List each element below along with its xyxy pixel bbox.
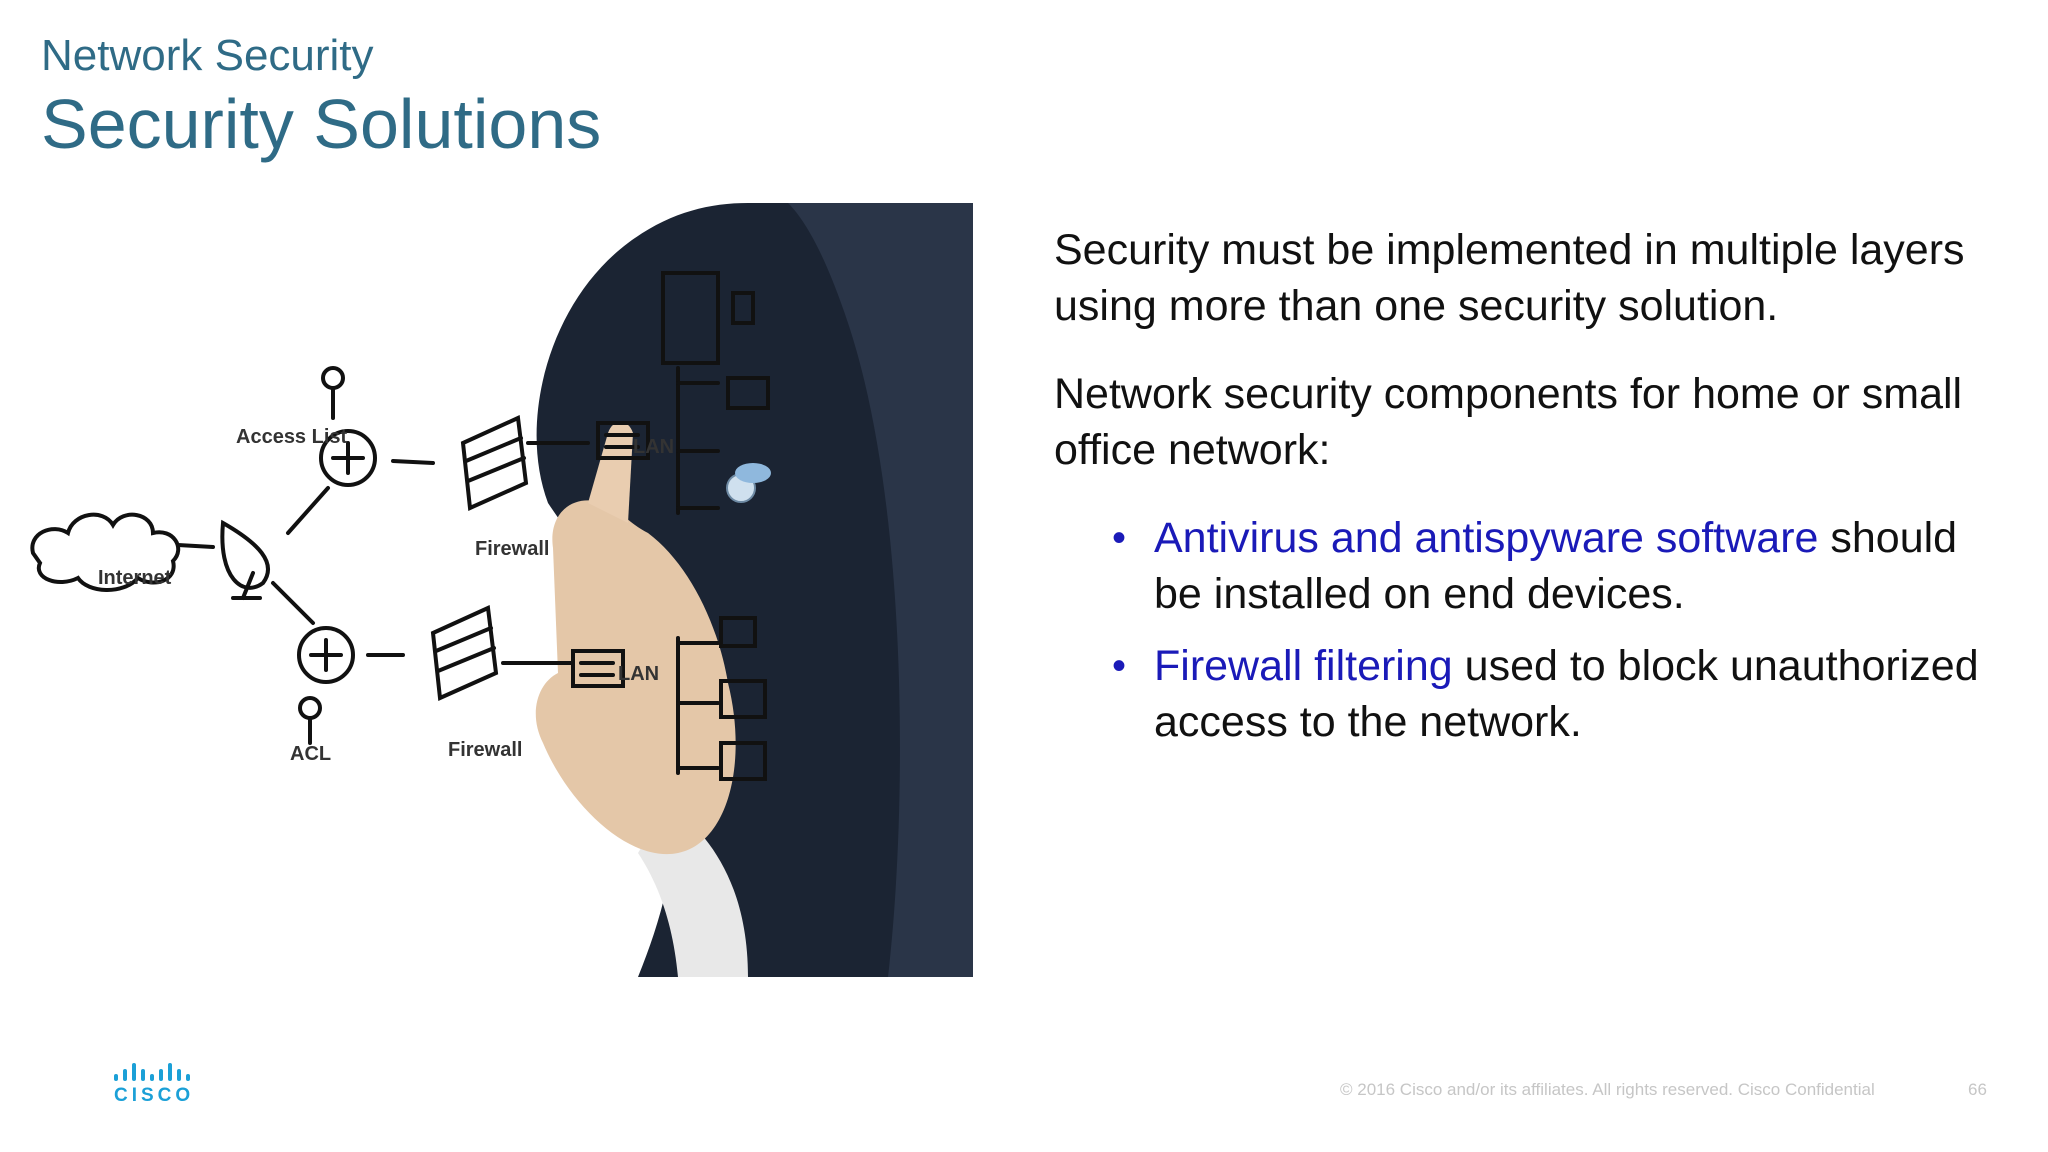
label-access-list: Access List xyxy=(236,426,348,448)
label-firewall-top: Firewall xyxy=(475,538,549,560)
internet-cloud xyxy=(30,512,181,592)
bullet-item-firewall: • Firewall filtering used to block unaut… xyxy=(1112,638,2014,750)
bullet-highlight: Firewall filtering xyxy=(1154,642,1453,690)
bullet-text: should be installed on end devices. xyxy=(1154,514,1958,618)
suit-shape xyxy=(536,203,973,977)
firewall-bottom-icon xyxy=(430,605,499,701)
router-bottom-icon xyxy=(297,626,355,684)
label-lan-bottom: LAN xyxy=(618,663,659,685)
suit-shade xyxy=(788,203,973,977)
paragraph-layers: Security must be implemented in multiple… xyxy=(1054,226,1965,330)
paragraph-components: Network security components for home or … xyxy=(1054,370,1963,474)
pen-cap xyxy=(735,463,771,483)
slide-subtitle: Network Security xyxy=(41,31,374,80)
cisco-logo-bars-icon xyxy=(114,1063,190,1081)
label-acl: ACL xyxy=(290,743,331,765)
key-top-icon xyxy=(321,366,345,390)
switch-top-icon xyxy=(596,421,650,460)
switch-bottom-icon xyxy=(571,649,625,688)
bullet-dot-icon: • xyxy=(1112,516,1127,560)
key-bottom-icon xyxy=(298,696,322,720)
bullet-item-antivirus: • Antivirus and antispyware software sho… xyxy=(1112,510,2014,622)
bullet-text: used to block unauthorized access to the… xyxy=(1154,642,1979,746)
network-diagram-illustration: Access List Internet Firewall Firewall A… xyxy=(28,203,973,977)
link-dish-router-top xyxy=(286,486,330,535)
footer-copyright: © 2016 Cisco and/or its affiliates. All … xyxy=(1340,1080,1875,1099)
router-top-icon xyxy=(319,429,377,487)
network-diagram-svg: Access List Internet Firewall Firewall A… xyxy=(30,203,973,977)
label-lan-top: LAN xyxy=(633,436,674,458)
bullet-highlight: Antivirus and antispyware software xyxy=(1154,514,1819,562)
label-firewall-bottom: Firewall xyxy=(448,739,522,761)
slide-title: Security Solutions xyxy=(41,85,602,163)
footer-page-number: 66 xyxy=(1968,1080,1987,1099)
bullet-dot-icon: • xyxy=(1112,644,1127,688)
pc-bottom-3-icon xyxy=(719,741,767,781)
pc-bottom-2-icon xyxy=(719,679,767,719)
hand-shape xyxy=(535,500,736,855)
slide-content: Security must be implemented in multiple… xyxy=(1054,222,2014,766)
link-dish-router-bottom xyxy=(271,581,315,625)
bullet-list: • Antivirus and antispyware software sho… xyxy=(1054,510,2014,750)
label-internet: Internet xyxy=(98,567,172,589)
cisco-logo-text: CISCO xyxy=(114,1085,195,1106)
pc-bottom-1-icon xyxy=(719,616,757,648)
link-cloud-dish xyxy=(176,543,215,549)
slide-header: Network Security Security Solutions xyxy=(41,30,601,164)
pc-top-icon xyxy=(726,376,770,410)
cisco-logo: CISCO xyxy=(114,1063,194,1107)
satellite-dish xyxy=(220,519,270,590)
firewall-top-icon xyxy=(460,415,529,511)
server-icon xyxy=(661,271,720,365)
